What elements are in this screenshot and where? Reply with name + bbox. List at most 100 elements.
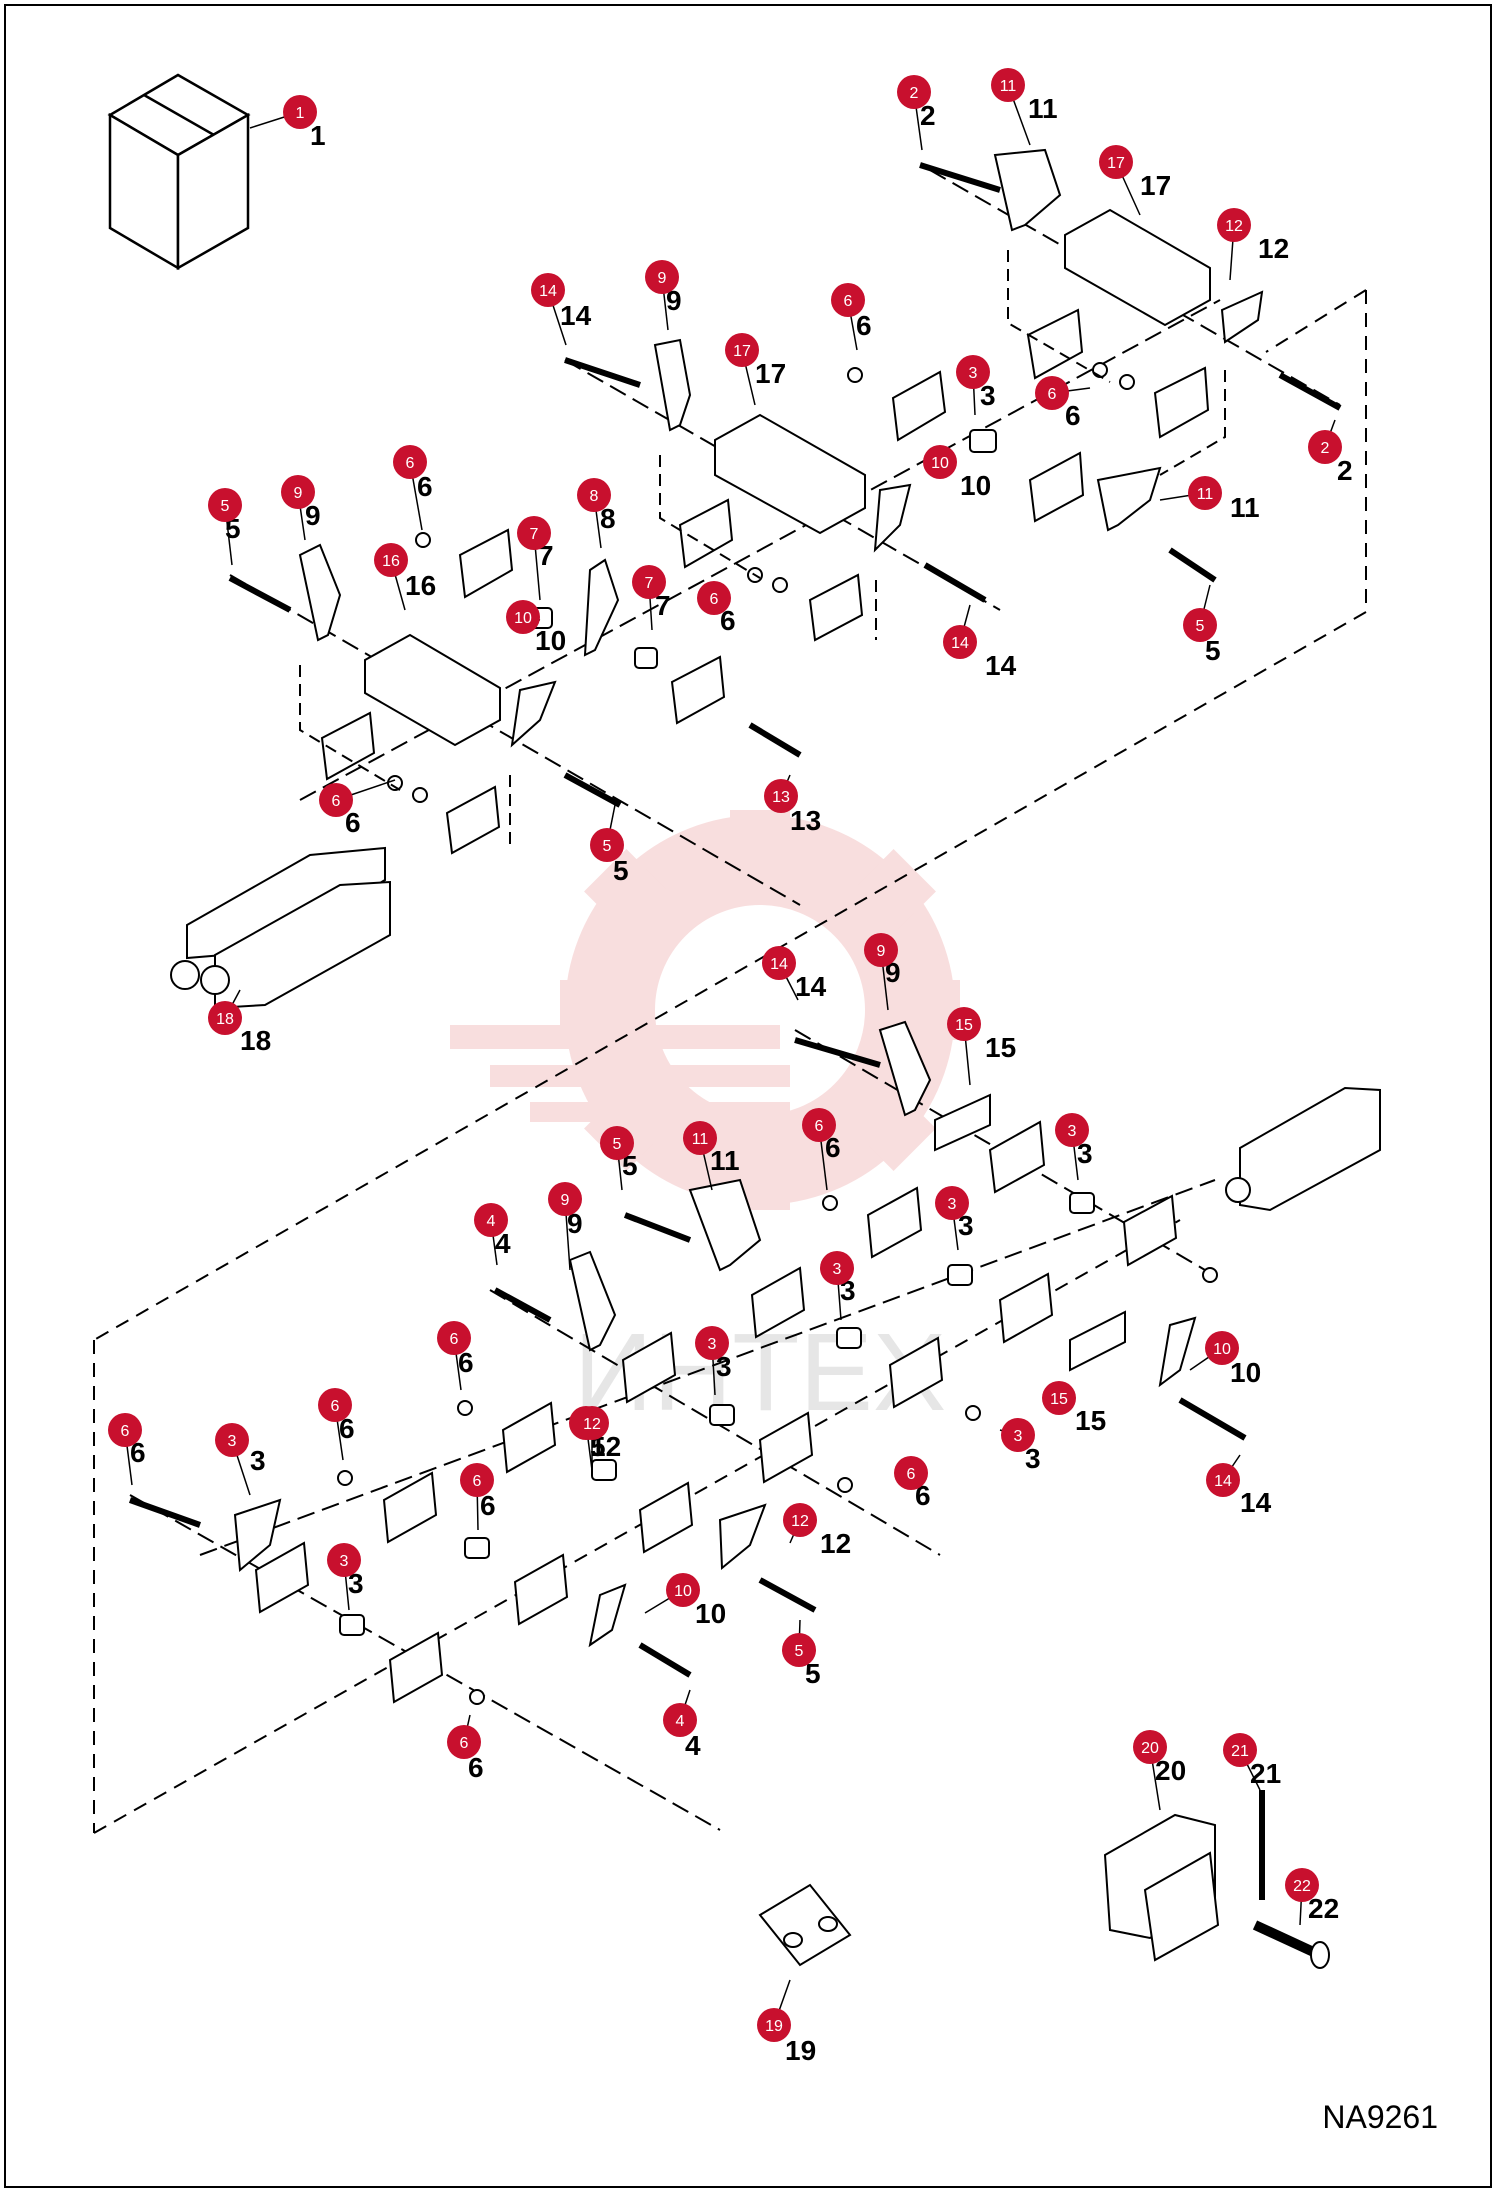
callout-badge-number: 11 bbox=[1000, 78, 1017, 95]
callout-printed-number: 14 bbox=[795, 971, 827, 1002]
callout-11: 11 11 bbox=[1159, 476, 1260, 523]
callout-printed-number: 5 bbox=[1205, 635, 1221, 666]
callout-printed-number: 17 bbox=[755, 358, 786, 389]
callout-printed-number: 8 bbox=[600, 503, 616, 534]
callout-4: 44 bbox=[663, 1689, 701, 1761]
callout-6: 66 bbox=[460, 1463, 496, 1531]
callout-printed-number: 6 bbox=[130, 1437, 146, 1468]
callout-badge-number: 9 bbox=[561, 1192, 570, 1209]
callout-badge-number: 7 bbox=[645, 575, 654, 592]
callout-printed-number: 2 bbox=[920, 100, 936, 131]
callout-6: 66 bbox=[802, 1108, 841, 1191]
callout-badge-number: 14 bbox=[770, 956, 788, 973]
callout-printed-number: 14 bbox=[985, 650, 1017, 681]
callout-5: 55 bbox=[1183, 584, 1221, 666]
callout-badge-number: 14 bbox=[539, 283, 557, 300]
callout-badge-number: 5 bbox=[603, 838, 612, 855]
callout-badge-number: 6 bbox=[450, 1331, 459, 1348]
callout-badge-number: 19 bbox=[765, 2018, 783, 2035]
callout-printed-number: 22 bbox=[1308, 1893, 1339, 1924]
callout-badge-number: 9 bbox=[658, 270, 667, 287]
callout-badge-number: 6 bbox=[710, 591, 719, 608]
callout-badge bbox=[802, 1108, 836, 1142]
callout-badge-number: 10 bbox=[514, 610, 532, 627]
callout-badge bbox=[318, 1388, 352, 1422]
callout-badge bbox=[1285, 1868, 1319, 1902]
callout-badge bbox=[695, 1326, 729, 1360]
callout-printed-number: 10 bbox=[535, 625, 566, 656]
callout-printed-number: 6 bbox=[825, 1132, 841, 1163]
callout-9: 99 bbox=[645, 260, 682, 331]
callout-6: 66 bbox=[447, 1714, 484, 1783]
callout-badge bbox=[762, 946, 796, 980]
callout-badge bbox=[283, 95, 317, 129]
callout-3: 33 bbox=[327, 1543, 364, 1611]
callout-badge bbox=[1099, 145, 1133, 179]
connector-link-parts bbox=[758, 1790, 1330, 1969]
callout-printed-number: 17 bbox=[1140, 170, 1171, 201]
callout-badge-number: 3 bbox=[833, 1261, 842, 1278]
callout-badge-number: 5 bbox=[613, 1136, 622, 1153]
callout-badge-number: 14 bbox=[951, 635, 969, 652]
callout-printed-number: 9 bbox=[567, 1208, 583, 1239]
callout-badge-number: 7 bbox=[530, 526, 539, 543]
callout-6: 66 bbox=[108, 1413, 146, 1486]
callout-badge bbox=[645, 260, 679, 294]
callout-printed-number: 12 bbox=[820, 1528, 851, 1559]
callout-9: 99 bbox=[281, 475, 321, 541]
callout-printed-number: 2 bbox=[1337, 455, 1353, 486]
callout-badge-number: 17 bbox=[1107, 155, 1125, 172]
callout-printed-number: 3 bbox=[1025, 1443, 1041, 1474]
callout-badge-number: 20 bbox=[1141, 1740, 1159, 1757]
callout-9: 99 bbox=[864, 933, 901, 1011]
callout-printed-number: 6 bbox=[720, 605, 736, 636]
dashed-assembly-outline bbox=[93, 289, 1367, 1834]
callout-printed-number: 11 bbox=[1230, 492, 1260, 523]
callout-printed-number: 3 bbox=[980, 380, 996, 411]
callout-badge bbox=[864, 933, 898, 967]
callout-printed-number: 18 bbox=[240, 1025, 271, 1056]
callout-badge bbox=[697, 581, 731, 615]
callout-badge bbox=[474, 1203, 508, 1237]
callout-6: 66 bbox=[318, 1388, 355, 1461]
callout-badge-number: 6 bbox=[907, 1466, 916, 1483]
lower-chain-assembly bbox=[128, 1020, 1381, 1831]
callout-6: 66 bbox=[393, 445, 433, 531]
callout-badge-number: 11 bbox=[1197, 486, 1214, 503]
callout-badge-number: 4 bbox=[676, 1713, 685, 1730]
callout-badge bbox=[897, 75, 931, 109]
callout-printed-number: 10 bbox=[1230, 1357, 1261, 1388]
callout-printed-number: 3 bbox=[250, 1445, 266, 1476]
callout-6: 66 bbox=[1035, 376, 1091, 431]
callout-3: 33 bbox=[820, 1251, 856, 1321]
callout-6: 66 bbox=[319, 779, 396, 838]
callout-badge-number: 3 bbox=[228, 1433, 237, 1450]
callout-printed-number: 6 bbox=[339, 1413, 355, 1444]
callout-printed-number: 6 bbox=[856, 310, 872, 341]
callout-printed-number: 13 bbox=[790, 805, 821, 836]
diagram-id-label: NA9261 bbox=[1322, 2099, 1438, 2135]
callout-badge bbox=[437, 1321, 471, 1355]
callout-badge bbox=[1035, 376, 1069, 410]
callout-badge bbox=[820, 1251, 854, 1285]
callout-printed-number: 11 bbox=[1028, 93, 1058, 124]
watermark-logo bbox=[450, 810, 960, 1210]
callout-badge bbox=[1188, 476, 1222, 510]
callout-badge-number: 3 bbox=[948, 1196, 957, 1213]
callout-badge-number: 18 bbox=[216, 1011, 234, 1028]
callout-badge-number: 21 bbox=[1231, 1743, 1249, 1760]
callout-badge bbox=[1217, 208, 1251, 242]
callout-printed-number: 12 bbox=[1258, 233, 1289, 264]
callout-printed-number: 3 bbox=[348, 1568, 364, 1599]
callout-8: 88 bbox=[577, 478, 616, 549]
callout-badge-number: 3 bbox=[969, 365, 978, 382]
